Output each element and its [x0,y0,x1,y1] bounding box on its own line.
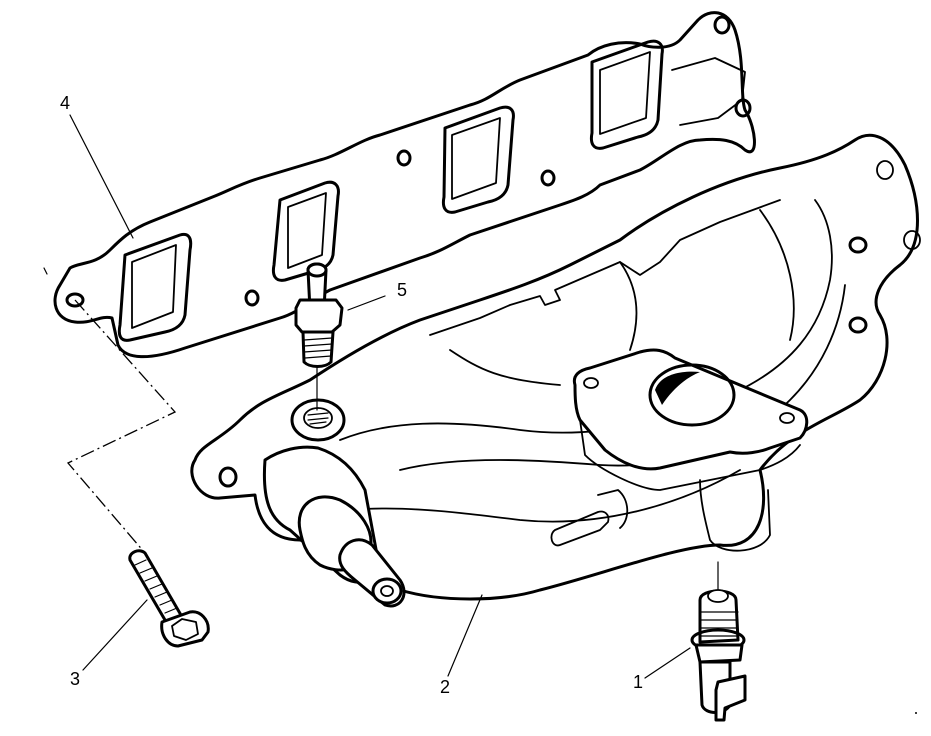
callout-1: 1 [633,672,644,692]
leader-lines [43,114,917,714]
manifold [190,133,921,608]
callout-3: 3 [70,669,81,689]
gasket [53,11,756,359]
callout-4: 4 [60,93,71,113]
sensor-plug [690,561,747,722]
callout-5: 5 [397,280,408,300]
fitting [294,262,344,411]
callout-2: 2 [440,677,451,697]
bolt [128,549,210,648]
